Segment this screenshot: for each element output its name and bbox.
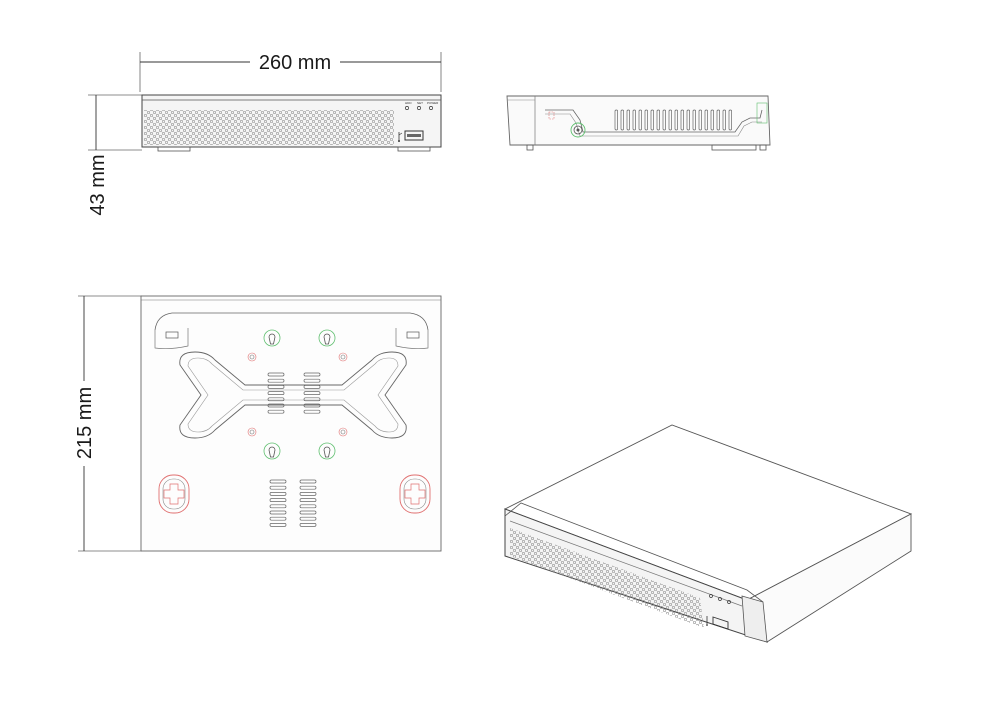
screw-holes	[247, 352, 348, 437]
foot-right	[399, 474, 431, 514]
height-dimension: 43 mm	[87, 94, 142, 216]
usb-icon	[398, 132, 403, 142]
iso-led-net	[718, 597, 722, 601]
indicator-power-label: POWER	[427, 101, 439, 105]
side-view	[506, 95, 771, 151]
iso-front-grille	[510, 528, 704, 628]
usb-icon	[706, 616, 708, 626]
isometric-view	[503, 424, 913, 643]
foot-left	[158, 474, 190, 514]
depth-dimension: 215 mm	[74, 295, 142, 552]
indicator-net-label: NET	[417, 101, 423, 105]
bottom-view	[140, 295, 442, 552]
front-foot-right	[397, 146, 431, 152]
front-foot-left	[157, 146, 191, 152]
width-dimension: 260 mm	[139, 52, 442, 92]
side-vents	[614, 109, 732, 131]
width-label: 260 mm	[259, 52, 331, 74]
net-led	[417, 106, 421, 110]
iso-usb-port	[712, 616, 729, 630]
power-led	[429, 106, 433, 110]
hdd-led	[405, 106, 409, 110]
depth-label: 215 mm	[74, 387, 96, 459]
bottom-vents	[267, 372, 321, 527]
iso-led-power	[727, 600, 731, 604]
bnc-connector	[570, 122, 586, 138]
wall-mount-keyholes	[263, 329, 336, 460]
front-view: HDD NET POWER	[141, 94, 442, 152]
height-label: 43 mm	[87, 154, 109, 215]
front-vent-grille	[144, 110, 394, 145]
bottom-bracket	[179, 351, 407, 439]
usb-port-tongue	[407, 134, 421, 137]
iso-led-hdd	[709, 594, 713, 598]
indicator-hdd-label: HDD	[405, 101, 412, 105]
usb-port	[404, 130, 424, 141]
